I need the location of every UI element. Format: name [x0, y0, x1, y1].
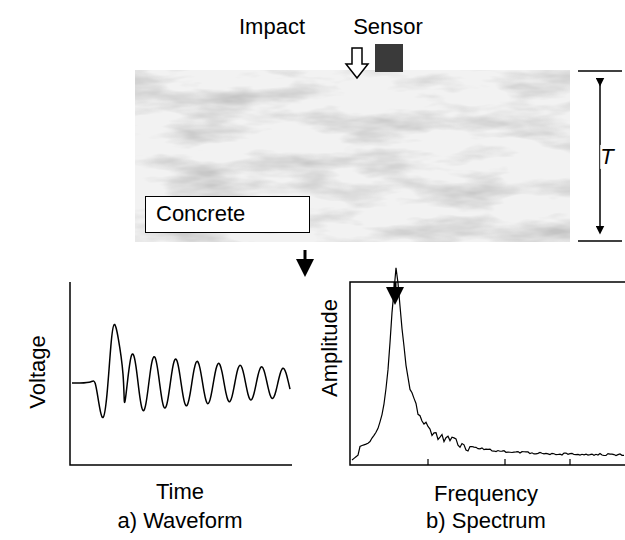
waveform-axes [70, 282, 292, 465]
axis-ticks [428, 459, 570, 465]
sensor-block [375, 44, 403, 72]
dimension-label: T [600, 145, 613, 169]
text-label: Sensor [353, 15, 423, 39]
pointer-arrow [304, 250, 307, 268]
dimension-tick [578, 240, 622, 242]
label-box: Concrete [145, 196, 310, 233]
spectrum-curve [352, 268, 624, 460]
panel-caption: a) Waveform [117, 509, 242, 533]
text-label: Time [156, 480, 204, 504]
box-label: Concrete [156, 201, 245, 226]
text-label: Amplitude [318, 299, 342, 397]
impact-arrow [346, 48, 368, 78]
dimension-tick [578, 70, 622, 72]
concrete-slab [135, 70, 570, 242]
panel-caption: b) Spectrum [426, 509, 546, 533]
text-label: Frequency [434, 482, 538, 506]
waveform-curve [72, 324, 290, 417]
text-label: Voltage [26, 335, 50, 408]
concrete-texture [135, 70, 570, 242]
spectrum-axes [350, 282, 625, 465]
text-label: Impact [239, 15, 305, 39]
